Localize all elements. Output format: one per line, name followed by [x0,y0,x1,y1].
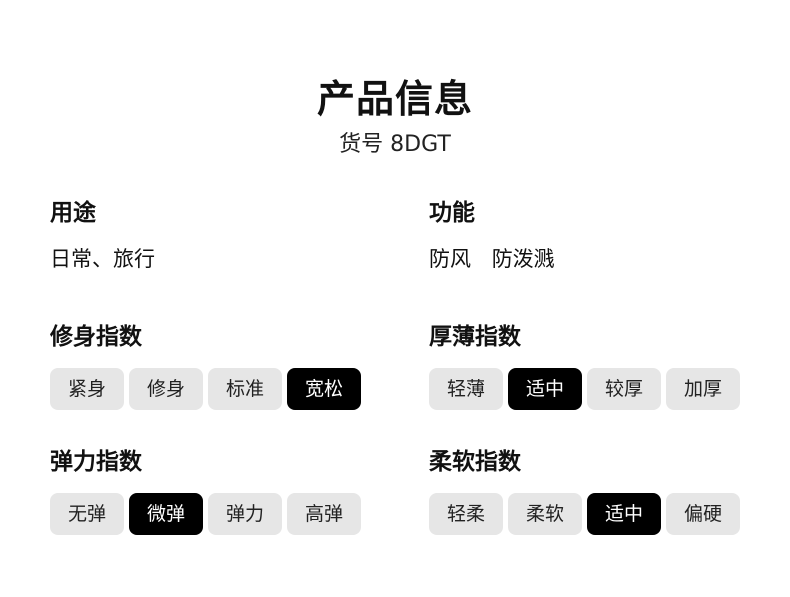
fit-option-chip[interactable]: 紧身 [50,368,124,410]
thickness-options: 轻薄 适中 较厚 加厚 [429,368,749,410]
fit-option-chip[interactable]: 修身 [129,368,203,410]
function-value-splashproof: 防泼溅 [491,247,555,271]
thickness-option-chip[interactable]: 适中 [508,368,582,410]
elasticity-options: 无弹 微弹 弹力 高弹 [50,493,370,535]
fit-option-chip[interactable]: 宽松 [287,368,361,410]
thickness-option-chip[interactable]: 轻薄 [429,368,503,410]
thickness-option-chip[interactable]: 加厚 [666,368,740,410]
softness-option-chip[interactable]: 轻柔 [429,493,503,535]
usage-section: 用途 日常、旅行 [50,198,370,274]
page-title: 产品信息 [316,77,473,121]
usage-value: 日常、旅行 [50,247,155,271]
function-values: 防风 防泼溅 [429,244,749,274]
elasticity-option-chip[interactable]: 微弹 [129,493,203,535]
elasticity-option-chip[interactable]: 无弹 [50,493,124,535]
softness-option-chip[interactable]: 柔软 [508,493,582,535]
elasticity-option-chip[interactable]: 高弹 [287,493,361,535]
thickness-option-chip[interactable]: 较厚 [587,368,661,410]
thickness-section: 厚薄指数 轻薄 适中 较厚 加厚 [429,322,749,410]
elasticity-option-chip[interactable]: 弹力 [208,493,282,535]
softness-options: 轻柔 柔软 适中 偏硬 [429,493,749,535]
fit-option-chip[interactable]: 标准 [208,368,282,410]
softness-label: 柔软指数 [429,449,521,475]
usage-label: 用途 [50,200,96,226]
softness-option-chip[interactable]: 偏硬 [666,493,740,535]
thickness-label: 厚薄指数 [429,324,521,350]
function-value-windproof: 防风 [429,247,471,271]
fit-section: 修身指数 紧身 修身 标准 宽松 [50,322,370,410]
fit-options: 紧身 修身 标准 宽松 [50,368,370,410]
softness-option-chip[interactable]: 适中 [587,493,661,535]
function-section: 功能 防风 防泼溅 [429,198,749,274]
product-code: 货号 8DGT [339,132,451,157]
softness-section: 柔软指数 轻柔 柔软 适中 偏硬 [429,447,749,535]
elasticity-label: 弹力指数 [50,449,142,475]
function-label: 功能 [429,200,475,226]
elasticity-section: 弹力指数 无弹 微弹 弹力 高弹 [50,447,370,535]
fit-label: 修身指数 [50,324,142,350]
